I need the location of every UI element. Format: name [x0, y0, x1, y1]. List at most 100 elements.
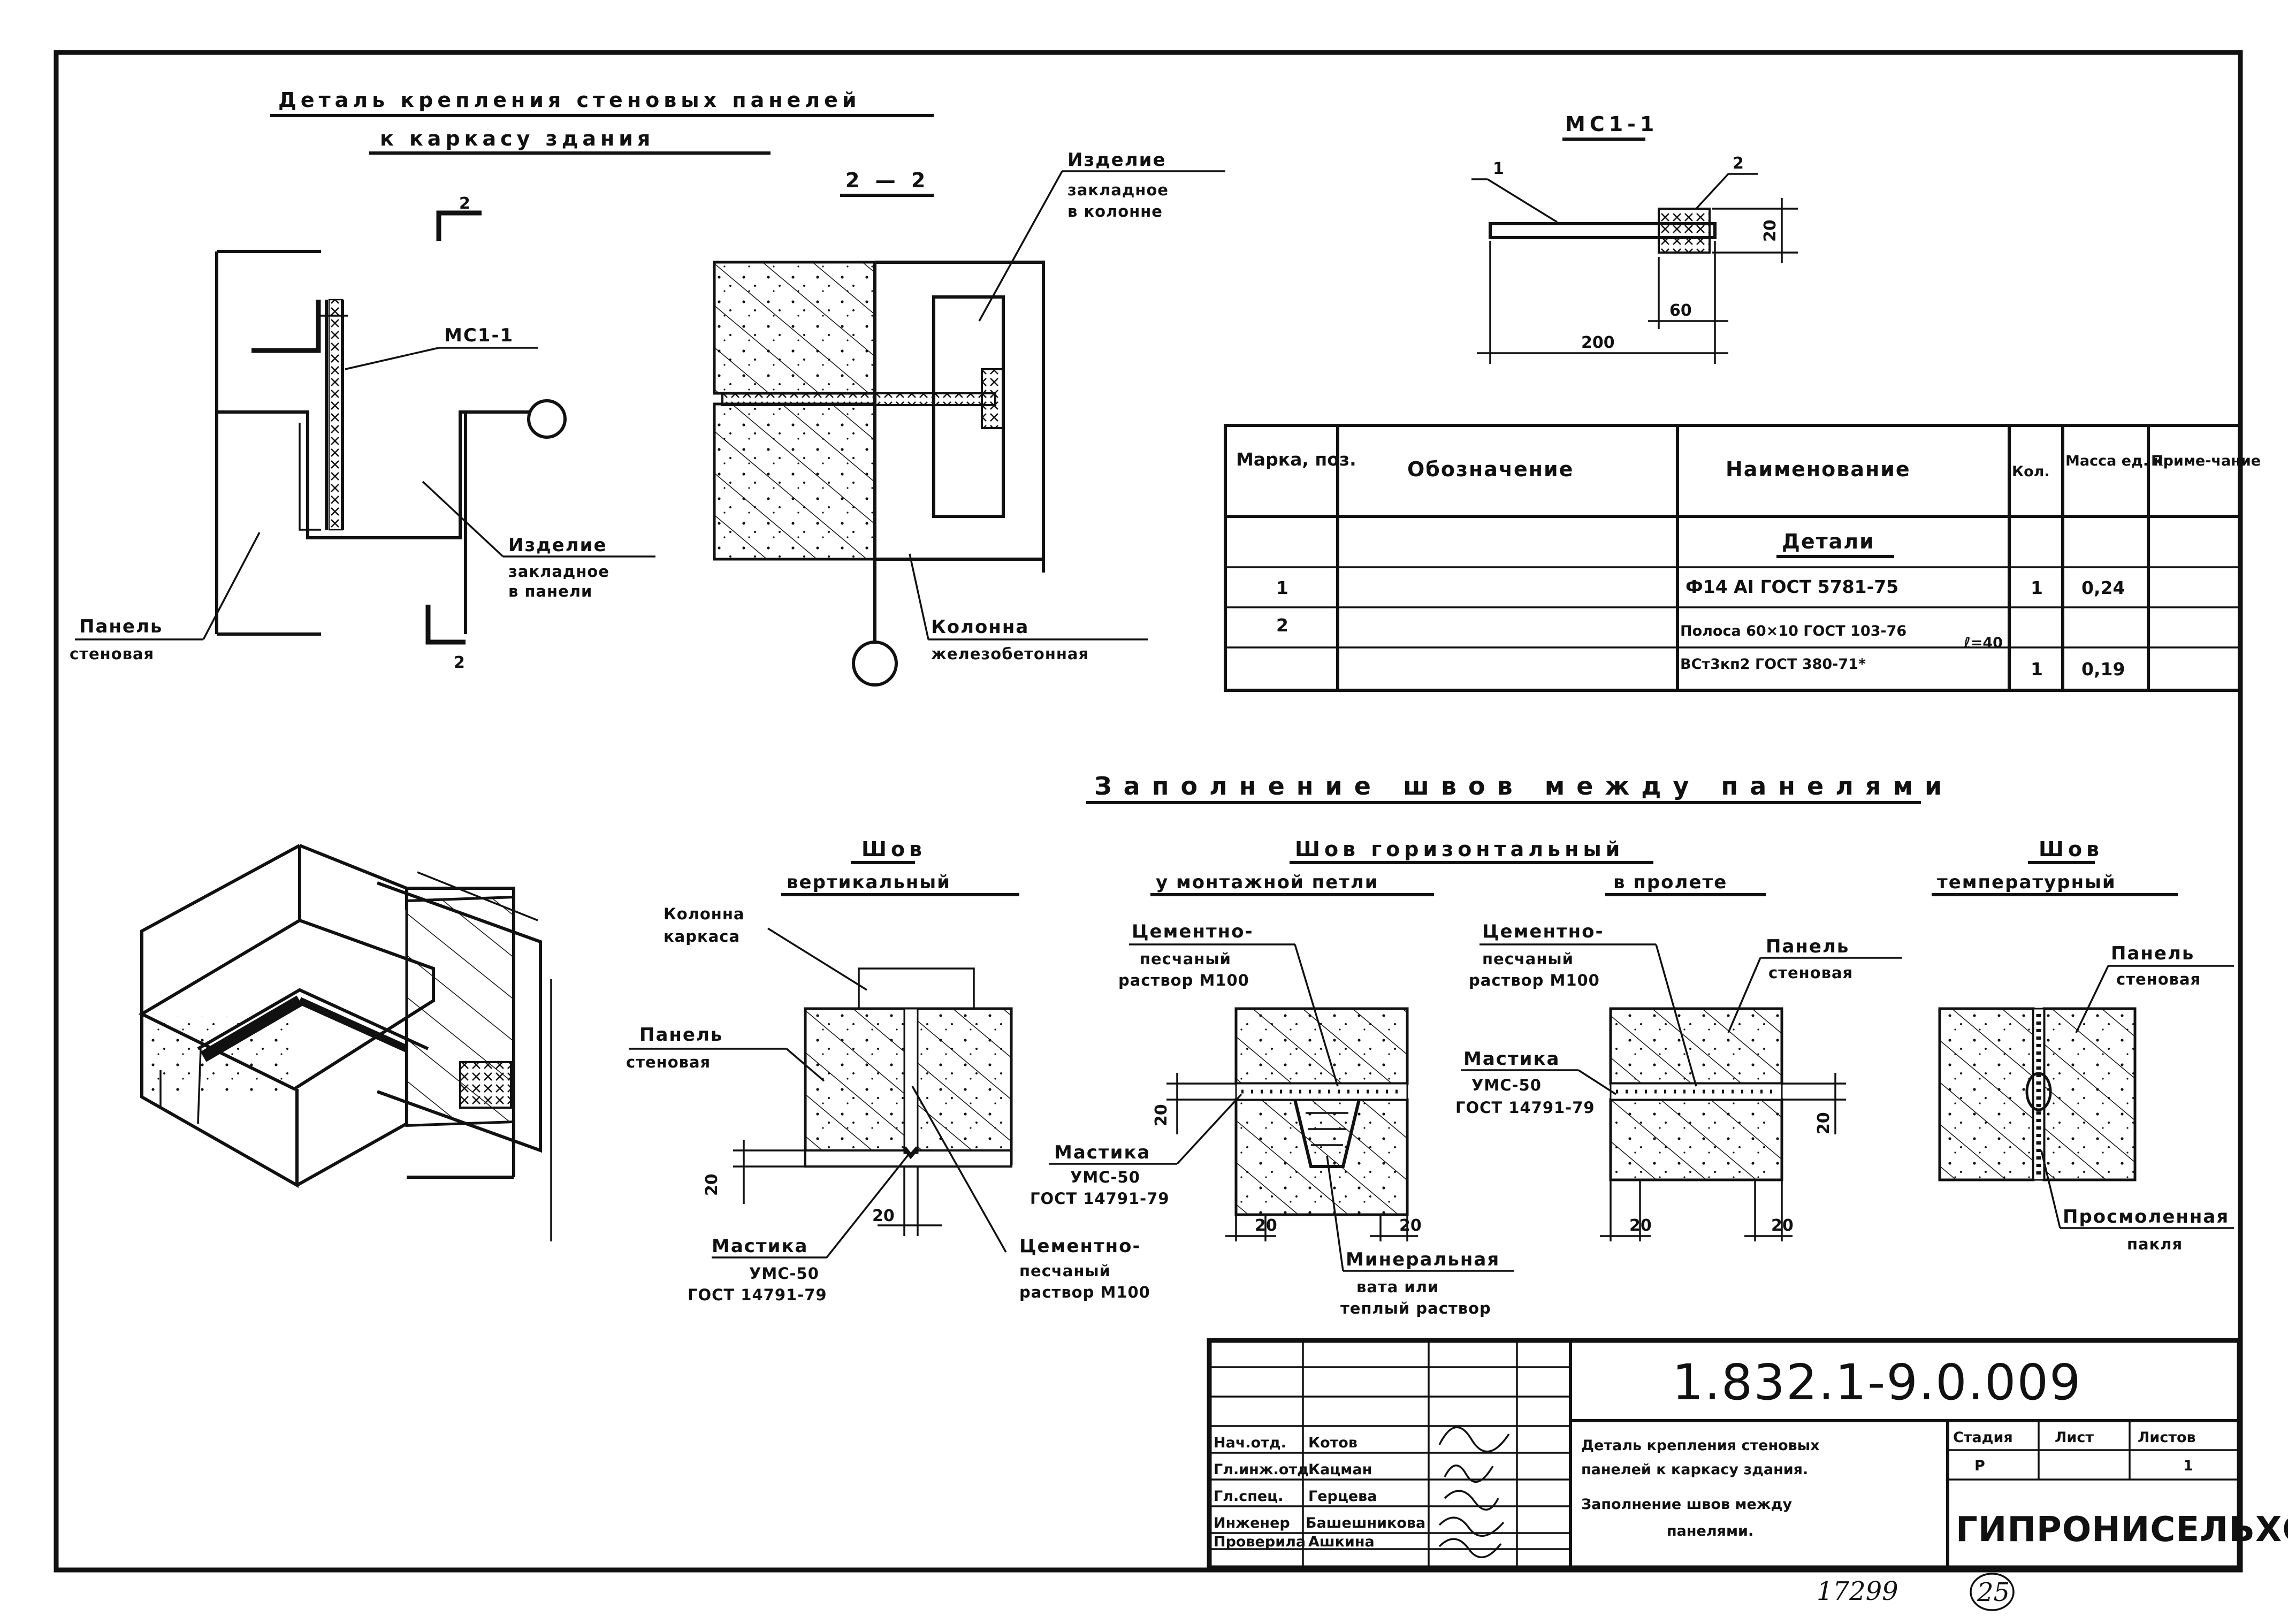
horizontal-title: Шов горизонтальный — [1295, 837, 1624, 861]
table-header-note: Приме-чание — [2151, 453, 2261, 469]
frame-column-label-1: Колонна — [663, 905, 744, 923]
leader-embedded-panel: Изделие закладное в панели — [422, 481, 655, 600]
column-label-1: Колонна — [931, 616, 1029, 638]
wall-panel-v-label-1: Панель — [639, 1024, 723, 1046]
isometric-view — [138, 844, 552, 1241]
table-header-designation: Обозначение — [1407, 458, 1574, 481]
row1-qty: 1 — [2031, 577, 2043, 598]
mastic-loop-label-2: УМС-50 — [1070, 1168, 1140, 1186]
stage-header: Стадия — [1953, 1429, 2013, 1446]
footer-page: 25 — [1977, 1577, 2010, 1607]
leader-mastic-span: Мастика УМС-50 ГОСТ 14791-79 — [1455, 1048, 1616, 1117]
thermal-joint-detail: Шов температурный — [1932, 837, 2178, 1181]
document-code: 1.832.1-9.0.009 — [1672, 1354, 2082, 1411]
joints-title-text: Заполнение швов между панелями — [1094, 772, 1954, 800]
staff-role-5: Проверила — [1214, 1534, 1306, 1550]
staff-role-2: Гл.инж.отд. — [1214, 1461, 1314, 1478]
leader-embedded-column: Изделие закладное в колонне — [978, 149, 1225, 322]
dim-20-v2: 20 — [872, 1207, 895, 1225]
mastic-span-label-1: Мастика — [1463, 1048, 1560, 1070]
span-joint-dims: 20 20 20 — [1600, 1073, 1846, 1241]
dim-20-l1: 20 — [1152, 1104, 1171, 1126]
mc11-dim-200: 200 — [1581, 333, 1615, 352]
leader-panel-thermal: Панель стеновая — [2075, 943, 2234, 1033]
table-header-name: Наименование — [1726, 458, 1911, 481]
mc11-dim-60: 60 — [1669, 301, 1692, 320]
staff-name-1: Котов — [1308, 1435, 1357, 1451]
mc11-dim-20: 20 — [1761, 219, 1780, 242]
vertical-title-2: вертикальный — [787, 872, 951, 893]
leader-cement-loop: Цементно- песчаный раствор М100 — [1118, 921, 1339, 1087]
embedded-panel-label-3: в панели — [508, 582, 592, 600]
sheet-frame — [54, 50, 2243, 1573]
row2-qty: 1 — [2031, 659, 2043, 680]
leader-wall-panel-v: Панель стеновая — [626, 1024, 825, 1082]
staff-name-4: Башешникова — [1306, 1515, 1425, 1531]
horizontal-span-title: в пролете — [1613, 872, 1727, 893]
cut-mark-top: 2 — [459, 194, 470, 213]
table-header-mass: Масса ед. кг — [2065, 453, 2171, 469]
mastic-v-label-1: Мастика — [712, 1236, 808, 1257]
wall-panel-v-label-2: стеновая — [626, 1053, 711, 1071]
horizontal-joint-loop-detail — [1234, 1007, 1409, 1216]
table-row: 2 Полоса 60×10 ГОСТ 103-76 ВСт3кп2 ГОСТ … — [1276, 615, 2125, 680]
page-circle — [1970, 1573, 2015, 1611]
table-header-mark: Марка, поз. — [1236, 449, 1356, 470]
title-block: 1.832.1-9.0.009 Деталь крепления стеновы… — [1207, 1338, 2288, 1570]
dim-20-l2: 20 — [1255, 1216, 1277, 1235]
panel-thermal-label-2: стеновая — [2116, 970, 2201, 988]
dim-20-s2: 20 — [1629, 1216, 1652, 1235]
thermal-title-1: Шов — [2039, 837, 2103, 861]
dim-20-l3: 20 — [1399, 1216, 1422, 1235]
row2-mass: 0,19 — [2081, 659, 2125, 680]
footer: 17299 25 — [1817, 1573, 2015, 1611]
leader-cement-span: Цементно- песчаный раствор М100 — [1469, 921, 1697, 1087]
leader-mineral: Минеральная вата или теплый раствор — [1326, 1155, 1514, 1317]
mc11-pos-1: 1 — [1493, 159, 1504, 178]
section-cut-bottom: 2 — [425, 605, 466, 672]
sheets-value: 1 — [2183, 1458, 2193, 1474]
row2-length-note: ℓ=40 — [1963, 635, 2003, 651]
cement-loop-label-1: Цементно- — [1132, 921, 1254, 942]
main-detail-title: Деталь крепления стеновых панелей к карк… — [270, 88, 934, 155]
mineral-label-3: теплый раствор — [1340, 1299, 1491, 1317]
cement-v-label-2: песчаный — [1019, 1262, 1111, 1280]
mineral-label-2: вата или — [1356, 1278, 1439, 1296]
column-label-2: железобетонная — [931, 645, 1089, 663]
staff-name-2: Кацман — [1308, 1461, 1372, 1478]
tow-label-2: пакля — [2127, 1235, 2183, 1253]
organization: ГИПРОНИСЕЛЬХОЗ — [1956, 1510, 2288, 1550]
section-2-2-title: 2 — 2 — [845, 169, 929, 192]
wall-panel-label-2: стеновая — [70, 645, 154, 663]
table-row: 1 Ф14 АI ГОСТ 5781-75 1 0,24 — [1276, 576, 2125, 598]
row2-name-line1: Полоса 60×10 ГОСТ 103-76 — [1680, 623, 1906, 639]
cement-loop-label-3: раствор М100 — [1118, 971, 1249, 989]
mastic-v-label-3: ГОСТ 14791-79 — [688, 1286, 827, 1304]
horizontal-joint-span-detail — [1609, 1007, 1783, 1181]
mc11-pos-2: 2 — [1733, 154, 1744, 173]
panel-thermal-label-1: Панель — [2111, 943, 2194, 964]
embedded-column-label-3: в колонне — [1067, 202, 1163, 220]
cement-v-label-3: раствор М100 — [1019, 1283, 1150, 1301]
cement-span-label-1: Цементно- — [1482, 921, 1604, 942]
staff-role-3: Гл.спец. — [1214, 1488, 1283, 1505]
leader-frame-column: Колонна каркаса — [663, 905, 867, 991]
tow-label-1: Просмоленная — [2063, 1206, 2229, 1227]
frame-column-label-2: каркаса — [663, 927, 740, 946]
dim-20-s1: 20 — [1814, 1112, 1833, 1134]
mc11-title: МС1-1 — [1565, 112, 1658, 136]
loop-joint-dims: 20 20 20 — [1152, 1073, 1422, 1241]
main-title-line1: Деталь крепления стеновых панелей — [278, 88, 861, 112]
main-detail-drawing — [215, 250, 567, 636]
row1-mass: 0,24 — [2081, 577, 2125, 598]
description-line-2: панелей к каркасу здания. — [1581, 1461, 1808, 1478]
vertical-joint-dims: 20 20 — [703, 1140, 942, 1236]
dim-20-v1: 20 — [703, 1173, 721, 1196]
mastic-loop-label-3: ГОСТ 14791-79 — [1030, 1190, 1170, 1208]
spec-table: Марка, поз. Обозначение Наименование Кол… — [1224, 424, 2261, 692]
embedded-column-label-1: Изделие — [1067, 149, 1166, 171]
signatures — [1438, 1426, 1510, 1558]
horizontal-joint-titles: Шов горизонтальный у монтажной петли в п… — [1150, 837, 1766, 896]
leader-mc11: МС1-1 — [345, 325, 538, 370]
description-line-1: Деталь крепления стеновых — [1581, 1437, 1820, 1454]
